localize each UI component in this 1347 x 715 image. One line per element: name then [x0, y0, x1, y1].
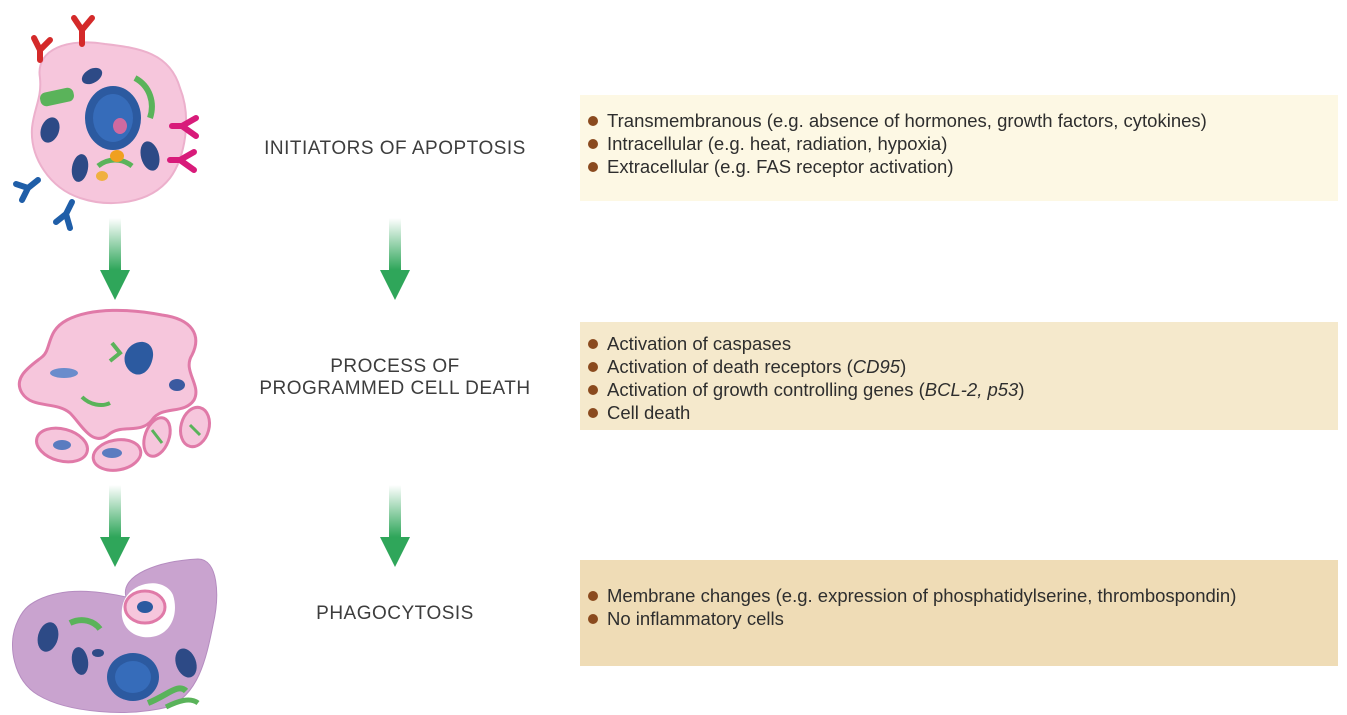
stage-label-line: INITIATORS OF APOPTOSIS: [264, 138, 526, 159]
text-segment: Extracellular (e.g. FAS receptor activat…: [607, 156, 954, 177]
bullet-text: Intracellular (e.g. heat, radiation, hyp…: [607, 132, 947, 155]
bullet-icon: [588, 590, 598, 601]
bullet-item: Activation of death receptors (CD95): [588, 355, 1338, 378]
down-arrow-icon: [380, 485, 410, 567]
bullet-text: Activation of growth controlling genes (…: [607, 378, 1025, 401]
bullet-item: Activation of caspases: [588, 332, 1338, 355]
bullet-item: Intracellular (e.g. heat, radiation, hyp…: [588, 132, 1338, 155]
down-arrow-icon: [100, 485, 130, 567]
italic-term: CD95: [852, 356, 901, 377]
bullet-item: Transmembranous (e.g. absence of hormone…: [588, 109, 1338, 132]
text-segment: Activation of caspases: [607, 333, 792, 354]
apoptotic-cell-icon: [18, 308, 211, 472]
bullet-text: Transmembranous (e.g. absence of hormone…: [607, 109, 1207, 132]
bullet-icon: [588, 115, 598, 126]
bullet-text: No inflammatory cells: [607, 607, 784, 630]
text-segment: Activation of growth controlling genes (: [607, 379, 925, 400]
text-segment: Intracellular (e.g. heat, radiation, hyp…: [607, 133, 948, 154]
bullet-text: Membrane changes (e.g. expression of pho…: [607, 584, 1236, 607]
phagocyte-icon: [11, 558, 218, 713]
down-arrow-icon: [100, 218, 130, 300]
bullet-icon: [588, 361, 598, 372]
bullet-item: No inflammatory cells: [588, 607, 1338, 630]
bullet-item: Cell death: [588, 401, 1338, 424]
stage-label-line: PHAGOCYTOSIS: [316, 603, 474, 624]
bullet-item: Extracellular (e.g. FAS receptor activat…: [588, 155, 1338, 178]
bullet-icon: [588, 338, 598, 349]
bullet-list: Transmembranous (e.g. absence of hormone…: [588, 109, 1338, 178]
intact-cell-icon: [13, 15, 199, 231]
bullet-item: Membrane changes (e.g. expression of pho…: [588, 584, 1338, 607]
bullet-icon: [588, 613, 598, 624]
bullet-icon: [588, 384, 598, 395]
down-arrow-icon: [380, 218, 410, 300]
text-segment: ): [900, 356, 907, 377]
text-segment: Activation of death receptors (: [607, 356, 853, 377]
italic-term: BCL-2, p53: [924, 379, 1019, 400]
bullet-item: Activation of growth controlling genes (…: [588, 378, 1338, 401]
bullet-text: Activation of death receptors (CD95): [607, 355, 906, 378]
stage-label-phagocytosis: PHAGOCYTOSIS: [225, 603, 565, 625]
bullet-list: Membrane changes (e.g. expression of pho…: [588, 584, 1338, 630]
info-box-phagocytosis: Membrane changes (e.g. expression of pho…: [580, 560, 1338, 666]
text-segment: Cell death: [607, 402, 691, 423]
text-segment: No inflammatory cells: [607, 608, 784, 629]
bullet-icon: [588, 161, 598, 172]
stage-label-initiators: INITIATORS OF APOPTOSIS: [225, 138, 565, 160]
text-segment: Transmembranous (e.g. absence of hormone…: [607, 110, 1207, 131]
bullet-text: Cell death: [607, 401, 690, 424]
text-segment: ): [1018, 379, 1025, 400]
stage-label-line: PROGRAMMED CELL DEATH: [259, 378, 531, 399]
bullet-icon: [588, 407, 598, 418]
bullet-icon: [588, 138, 598, 149]
bullet-text: Activation of caspases: [607, 332, 791, 355]
text-segment: Membrane changes (e.g. expression of pho…: [607, 585, 1237, 606]
stage-label-line: PROCESS OF: [330, 356, 460, 377]
stage-label-process: PROCESS OF PROGRAMMED CELL DEATH: [225, 356, 565, 400]
bullet-text: Extracellular (e.g. FAS receptor activat…: [607, 155, 954, 178]
info-box-initiators: Transmembranous (e.g. absence of hormone…: [580, 95, 1338, 201]
